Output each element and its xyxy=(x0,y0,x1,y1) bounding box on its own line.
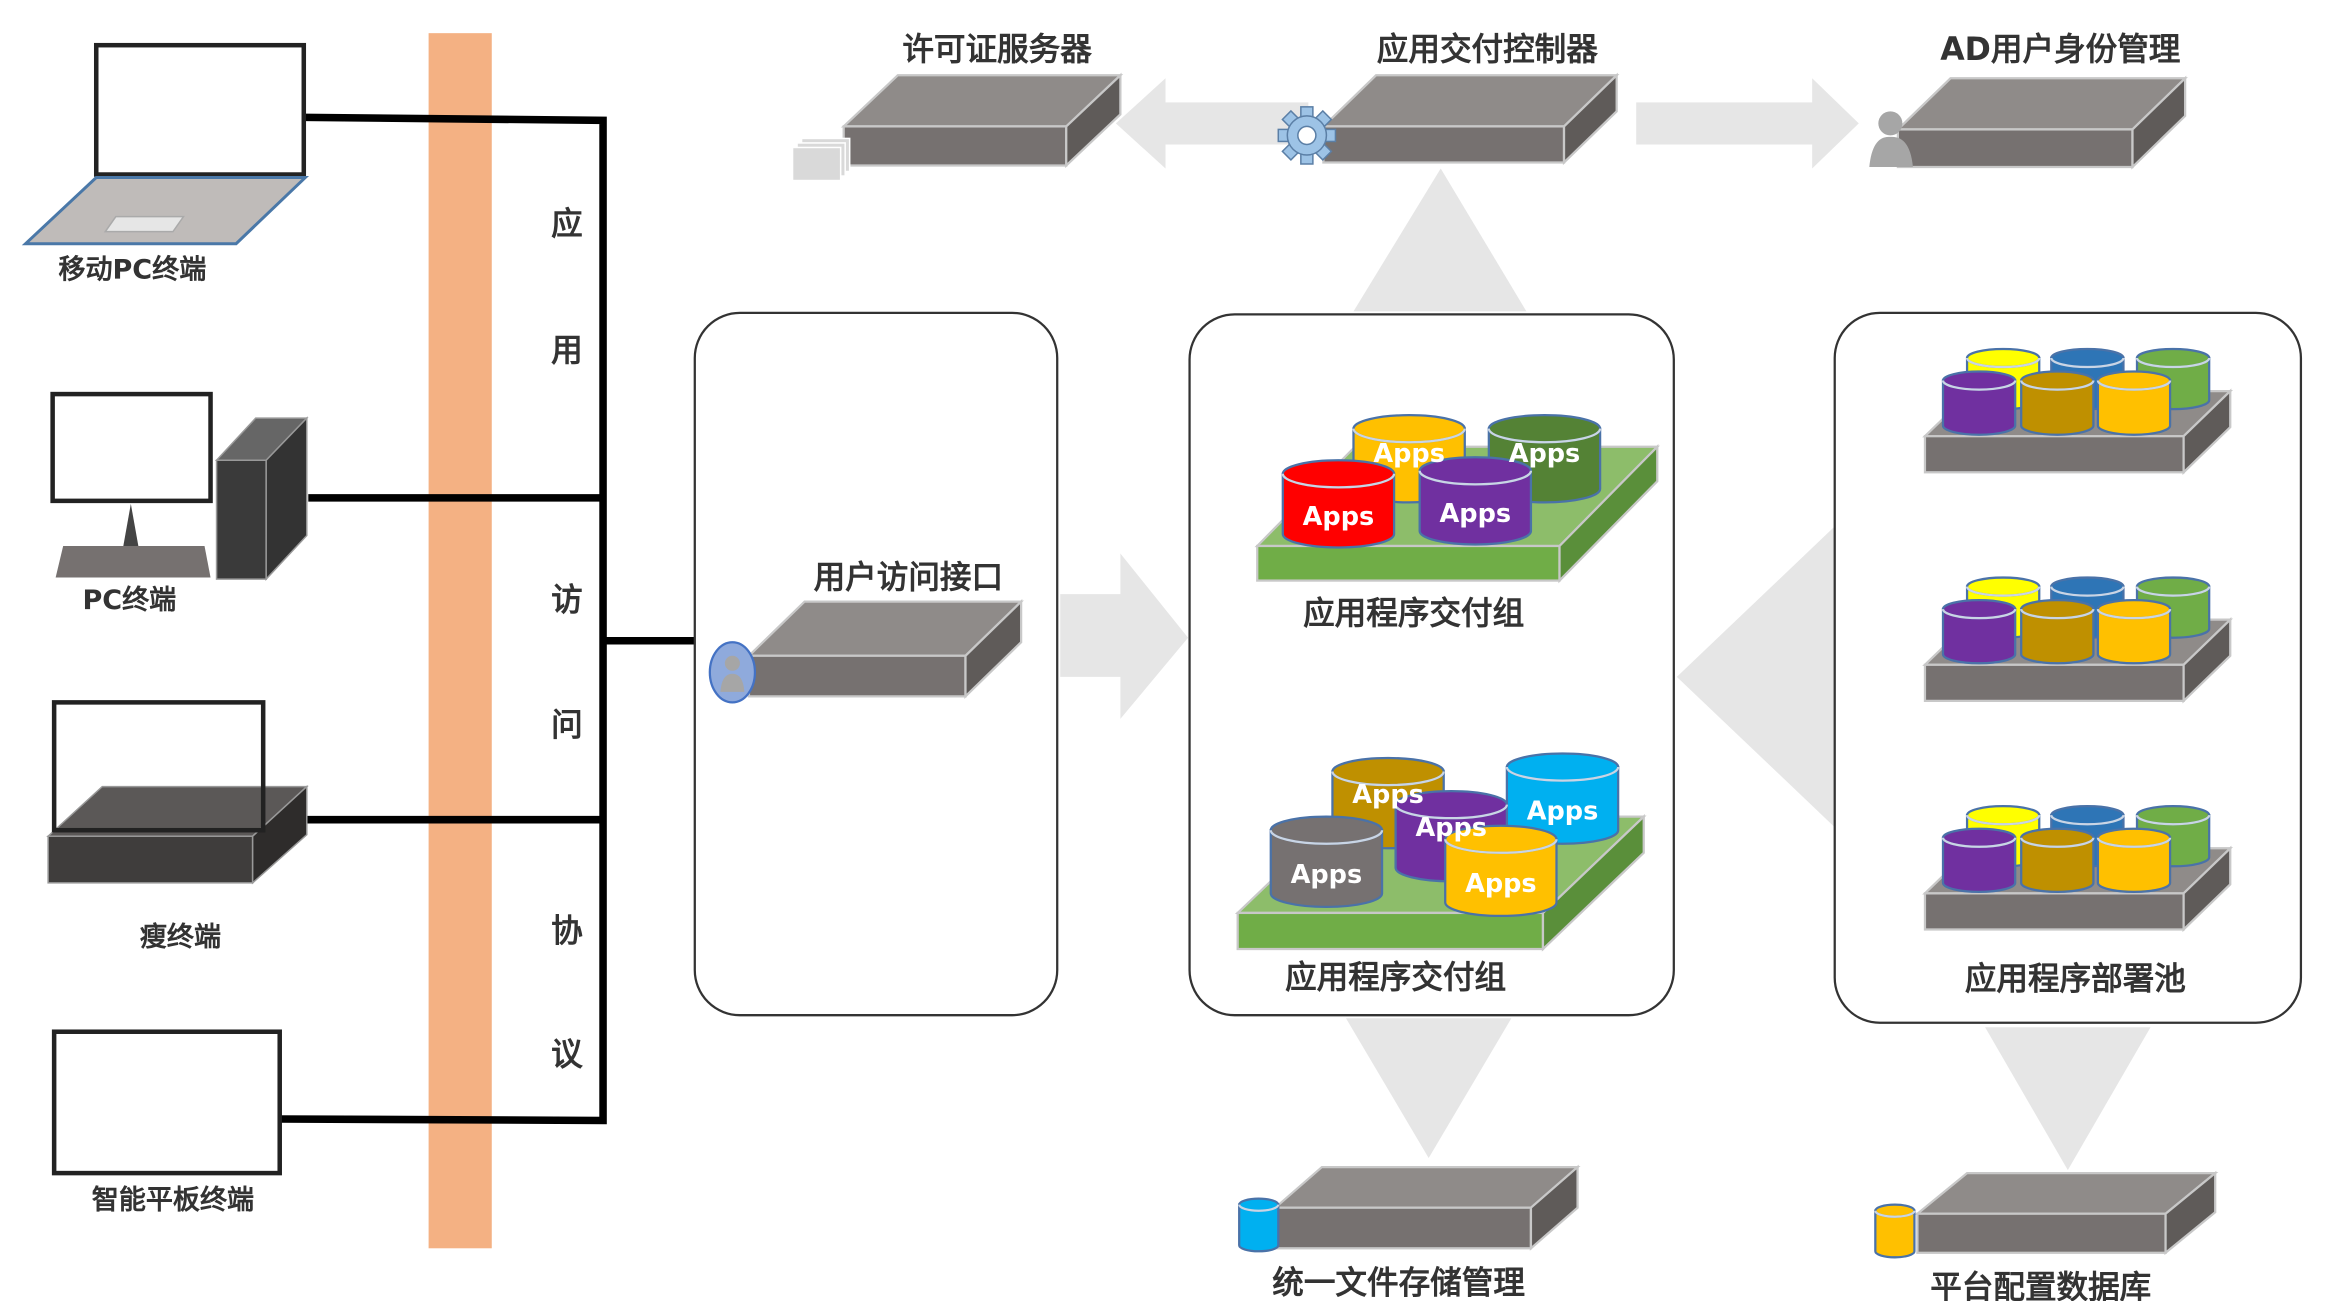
app-cylinder xyxy=(1281,459,1396,549)
gear-icon xyxy=(1277,106,1337,165)
apps-label: Apps xyxy=(1415,813,1487,843)
apps-label: Apps xyxy=(1509,439,1581,469)
protocol-char: 用 xyxy=(551,333,583,369)
storage-database-icon xyxy=(1238,1197,1280,1253)
license-server-label: 许可证服务器 xyxy=(902,32,1092,68)
pool-cylinder xyxy=(1941,370,2017,436)
arrow-controller-to-ad xyxy=(1636,78,1859,169)
tablet-terminal: 智能平板终端 xyxy=(51,1029,282,1216)
arrow-up-to-controller xyxy=(1353,168,1527,312)
thin-screen-icon xyxy=(51,700,266,833)
arrow-controller-to-license xyxy=(1115,78,1309,169)
protocol-char: 访 xyxy=(551,583,583,619)
ad-server xyxy=(1895,75,2188,170)
connection-lines xyxy=(263,113,695,1125)
config-database-icon xyxy=(1874,1203,1916,1259)
app-cylinder xyxy=(1444,824,1558,918)
deployment-pool-panel xyxy=(1833,311,2303,1024)
apps-label: Apps xyxy=(1440,499,1512,529)
protocol-bar xyxy=(428,33,492,1249)
protocol-char: 协 xyxy=(551,913,583,949)
arrow-pool-to-delivery xyxy=(1676,526,1835,828)
app-cylinder xyxy=(1269,815,1384,909)
database-label: 平台配置数据库 xyxy=(1930,1270,2151,1301)
storage-label: 统一文件存储管理 xyxy=(1272,1264,1525,1301)
protocol-char: 议 xyxy=(551,1037,583,1073)
user-icon xyxy=(1869,111,1913,168)
pool-cylinder xyxy=(2020,370,2095,436)
pool-cylinder xyxy=(2096,370,2172,436)
tablet-icon xyxy=(51,1029,282,1176)
ad-label: AD用户身份管理 xyxy=(1940,32,2181,68)
tablet-label: 智能平板终端 xyxy=(92,1184,254,1216)
pool-cylinder xyxy=(1941,827,2017,893)
delivery-controller xyxy=(1320,72,1620,166)
app-cylinder xyxy=(1418,456,1533,546)
pool-cylinder xyxy=(2096,827,2172,893)
user-access-icon xyxy=(708,641,757,704)
user-access-label: 用户访问接口 xyxy=(814,560,1003,596)
pool-cylinder xyxy=(2020,827,2095,893)
protocol-label: 应 用 访 问 协 议 xyxy=(551,206,583,1073)
documents-icon xyxy=(791,137,851,182)
monitor-icon xyxy=(50,391,213,504)
pool-cylinder xyxy=(2096,598,2172,665)
arrow-down-to-storage xyxy=(1345,1018,1512,1159)
user-access-server xyxy=(746,598,1024,700)
license-server xyxy=(840,72,1124,169)
database-server xyxy=(1914,1170,2219,1256)
protocol-char: 问 xyxy=(551,707,583,743)
apps-label: Apps xyxy=(1373,439,1445,469)
tower-icon xyxy=(215,459,267,580)
controller-label: 应用交付控制器 xyxy=(1377,31,1598,68)
laptop-icon xyxy=(93,42,307,177)
apps-label: Apps xyxy=(1465,869,1537,899)
pc-label: PC终端 xyxy=(82,584,176,616)
pc-terminal: PC终端 xyxy=(50,391,309,616)
user-access-panel xyxy=(693,311,1059,1017)
delivery-group-1-label: 应用程序交付组 xyxy=(1303,595,1524,632)
apps-label: Apps xyxy=(1303,502,1375,532)
laptop-label: 移动PC终端 xyxy=(58,253,206,285)
storage-server xyxy=(1272,1164,1581,1251)
thin-terminal: 瘦终端 xyxy=(46,700,309,953)
thin-label: 瘦终端 xyxy=(140,921,221,953)
delivery-group-2-label: 应用程序交付组 xyxy=(1285,959,1506,996)
laptop-terminal: 移动PC终端 xyxy=(21,42,310,285)
pool-cylinder xyxy=(2020,598,2095,665)
flow-arrows xyxy=(1060,78,2151,1171)
pool-cylinder xyxy=(1941,598,2017,665)
apps-label: Apps xyxy=(1352,780,1424,810)
apps-label: Apps xyxy=(1291,860,1363,890)
protocol-char: 应 xyxy=(551,206,583,243)
arrow-down-to-database xyxy=(1985,1027,2151,1171)
deployment-pool-label: 应用程序部署池 xyxy=(1965,961,2186,998)
apps-label: Apps xyxy=(1527,797,1599,827)
arrow-access-to-delivery xyxy=(1060,553,1189,719)
delivery-panel xyxy=(1188,313,1675,1017)
